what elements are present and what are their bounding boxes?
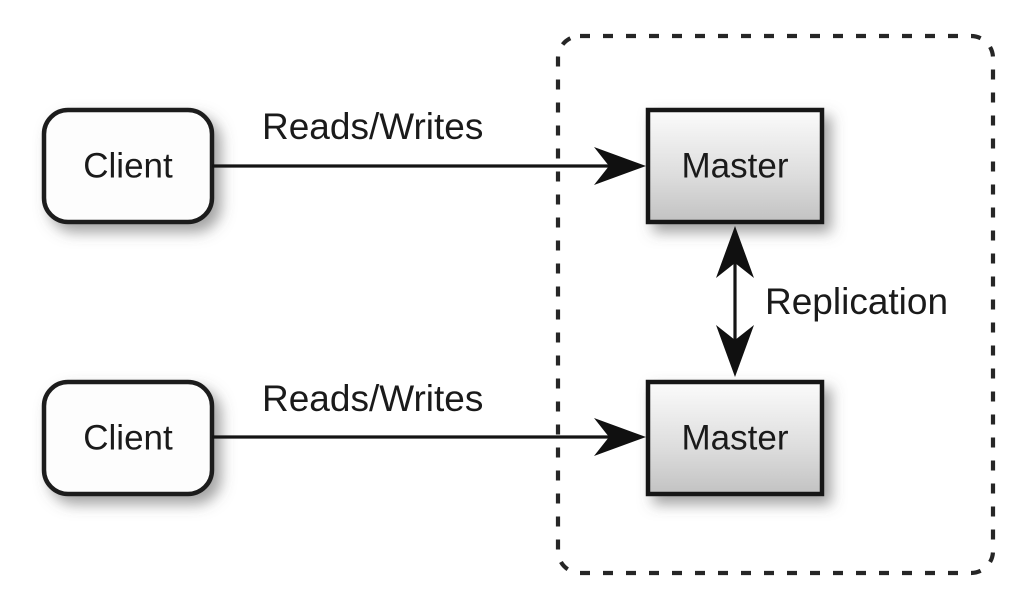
edge-replication-label: Replication [765, 281, 948, 322]
edge-replication [716, 226, 754, 377]
node-client-top[interactable]: Client [41, 107, 215, 225]
arrow-head-down-icon [716, 325, 754, 377]
arrow-head-icon [594, 418, 646, 456]
master-top-shape [645, 107, 825, 225]
master-top-label: Master [682, 146, 789, 185]
node-client-bottom[interactable]: Client [41, 379, 215, 497]
master-bottom-label: Master [682, 418, 789, 457]
client-bottom-label: Client [83, 418, 173, 457]
node-master-bottom[interactable]: Master [645, 379, 825, 497]
edge-reads-writes-bottom-label: Reads/Writes [262, 378, 483, 419]
arrow-head-up-icon [716, 226, 754, 278]
edge-reads-writes-top-label: Reads/Writes [262, 106, 483, 147]
cluster-boundary [555, 33, 996, 576]
edge-reads-writes-bottom [212, 418, 646, 456]
node-master-top[interactable]: Master [645, 107, 825, 225]
client-top-label: Client [83, 146, 173, 185]
master-bottom-shape [645, 379, 825, 497]
arrow-head-icon [594, 147, 646, 185]
edge-reads-writes-top [212, 147, 646, 185]
